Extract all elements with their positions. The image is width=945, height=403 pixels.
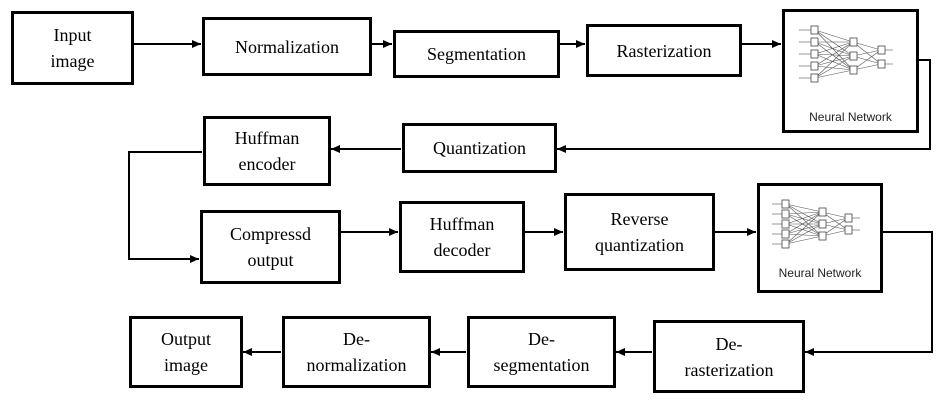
rasterization-box: Rasterization — [586, 24, 742, 77]
compressed-output-label: Compressd output — [230, 224, 311, 270]
de-segmentation-box: De- segmentation — [467, 316, 616, 388]
de-segmentation-label: De- segmentation — [493, 329, 590, 375]
compressed-output-box: Compressd output — [200, 210, 341, 284]
normalization-label: Normalization — [235, 36, 339, 57]
neural-network-icon — [799, 25, 893, 83]
input-image-label: Input image — [50, 25, 95, 71]
quantization-box: Quantization — [402, 123, 557, 173]
neural-network-label: Neural Network — [778, 266, 862, 280]
reverse-quantization-box: Reverse quantization — [564, 193, 715, 271]
neural-network-box-decoder: Neural Network — [757, 183, 883, 293]
arrow-huffman-encoder-to-compressed-output — [128, 151, 202, 263]
input-image-box: Input image — [11, 11, 134, 85]
segmentation-label: Segmentation — [427, 44, 526, 64]
huffman-encoder-label: Huffman encoder — [234, 128, 300, 174]
huffman-decoder-label: Huffman decoder — [429, 214, 495, 260]
neural-network-box-encoder: Neural Network — [782, 9, 919, 133]
neural-network-label: Neural Network — [809, 110, 892, 124]
neural-network-icon — [772, 199, 860, 249]
quantization-label: Quantization — [433, 138, 526, 158]
arrow-neural-network-to-de-rasterization — [805, 231, 933, 356]
de-rasterization-label: De- rasterization — [684, 333, 774, 380]
de-normalization-box: De- normalization — [282, 316, 431, 388]
normalization-box: Normalization — [202, 17, 372, 76]
reverse-quantization-label: Reverse quantization — [595, 209, 684, 255]
rasterization-label: Rasterization — [616, 40, 712, 61]
output-image-box: Output image — [129, 316, 243, 388]
huffman-encoder-box: Huffman encoder — [203, 116, 331, 186]
output-image-label: Output image — [160, 329, 211, 375]
segmentation-box: Segmentation — [393, 30, 560, 78]
huffman-decoder-box: Huffman decoder — [399, 201, 525, 273]
arrow-neural-network-to-quantization — [557, 59, 931, 153]
de-normalization-label: De- normalization — [306, 329, 407, 375]
de-rasterization-box: De- rasterization — [653, 320, 805, 393]
